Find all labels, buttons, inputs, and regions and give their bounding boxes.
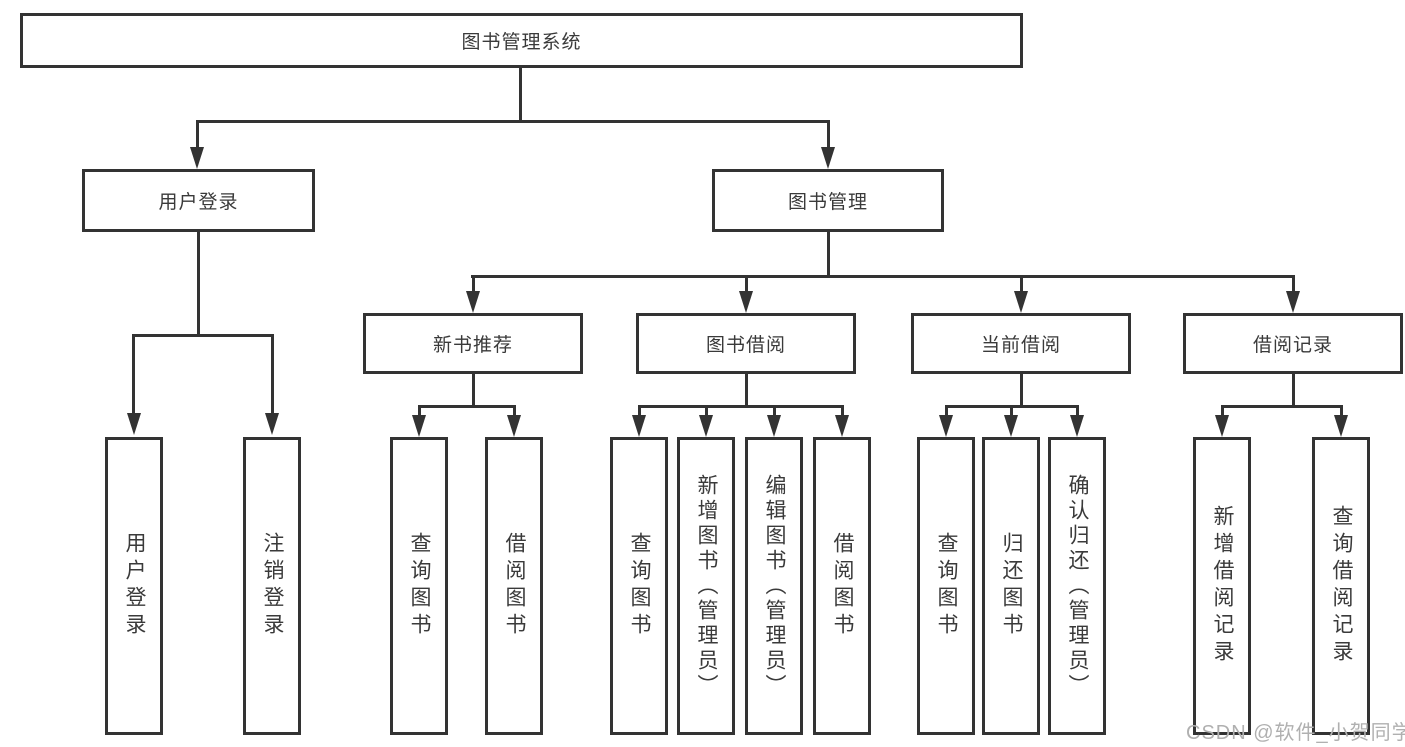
leaf-logout: 注销登录 [243,437,301,735]
leaf-br-add-record: 新增借阅记录 [1193,437,1251,735]
connector-drop-bb-borrow [841,405,844,417]
connector-drop-new-book-rec [472,275,475,293]
node-borrow-records: 借阅记录 [1183,313,1403,374]
arrowhead-icon [821,147,835,169]
leaf-bb-add-books-admin: 新增图书（管理员） [677,437,735,735]
connector-drop-br-add [1221,405,1224,417]
arrowhead-icon [412,415,426,437]
node-user-login-label: 用户登录 [158,192,239,213]
connector-drop-book-mgmt [827,120,830,148]
leaf-user-login: 用户登录 [105,437,163,735]
connector-drop-nb-borrow [513,405,516,417]
arrowhead-icon [632,415,646,437]
connector-user-login-stem [197,232,200,336]
connector-book-borrow-stem [745,374,748,408]
connector-drop-bb-query [638,405,641,417]
arrowhead-icon [1004,415,1018,437]
node-current-borrow-label: 当前借阅 [980,335,1061,356]
arrowhead-icon [265,413,279,435]
leaf-nb-borrow-books: 借阅图书 [485,437,543,735]
connector-book-borrow-rail [638,405,844,408]
csdn-watermark: CSDN @软件_小贺同学 [1186,722,1405,744]
node-borrow-records-label: 借阅记录 [1252,335,1333,356]
arrowhead-icon [739,291,753,313]
node-book-mgmt: 图书管理 [712,169,944,232]
node-book-mgmt-label: 图书管理 [787,192,868,213]
connector-current-borrow-stem [1020,374,1023,408]
node-book-borrow: 图书借阅 [636,313,856,374]
connector-drop-book-borrow [745,275,748,293]
node-new-book-rec: 新书推荐 [363,313,583,374]
connector-book-mgmt-stem [827,232,830,278]
connector-drop-nb-query [418,405,421,417]
connector-drop-user-login [196,120,199,148]
node-new-book-rec-label: 新书推荐 [432,335,513,356]
leaf-bb-query-books: 查询图书 [610,437,668,735]
connector-new-book-rec-rail [418,405,516,408]
connector-drop-cb-confirm [1076,405,1079,417]
arrowhead-icon [466,291,480,313]
arrowhead-icon [939,415,953,437]
connector-drop-ul-logout [271,334,274,414]
node-root: 图书管理系统 [20,13,1023,68]
connector-borrow-records-stem [1292,374,1295,408]
connector-drop-current-borrow [1020,275,1023,293]
arrowhead-icon [1215,415,1229,437]
arrowhead-icon [1014,291,1028,313]
arrowhead-icon [767,415,781,437]
node-user-login: 用户登录 [82,169,315,232]
connector-level2-rail [196,120,830,123]
node-root-label: 图书管理系统 [461,32,582,53]
connector-drop-bb-edit [773,405,776,417]
connector-drop-borrow-records [1292,275,1295,293]
arrowhead-icon [127,413,141,435]
arrowhead-icon [507,415,521,437]
leaf-cb-return-books: 归还图书 [982,437,1040,735]
leaf-bb-borrow-books: 借阅图书 [813,437,871,735]
arrowhead-icon [1070,415,1084,437]
node-book-borrow-label: 图书借阅 [705,335,786,356]
arrowhead-icon [190,147,204,169]
node-current-borrow: 当前借阅 [911,313,1131,374]
connector-drop-ul-login [132,334,135,414]
connector-root-stem [519,68,522,121]
leaf-cb-query-books: 查询图书 [917,437,975,735]
connector-drop-cb-query [945,405,948,417]
connector-drop-cb-return [1010,405,1013,417]
connector-new-book-rec-stem [472,374,475,408]
connector-borrow-records-rail [1221,405,1343,408]
leaf-bb-edit-books-admin: 编辑图书（管理员） [745,437,803,735]
connector-user-login-rail [133,334,274,337]
leaf-br-query-record: 查询借阅记录 [1312,437,1370,735]
arrowhead-icon [835,415,849,437]
leaf-cb-confirm-return-admin: 确认归还（管理员） [1048,437,1106,735]
connector-drop-bb-add [705,405,708,417]
arrowhead-icon [699,415,713,437]
connector-level3-rail [471,275,1295,278]
arrowhead-icon [1286,291,1300,313]
arrowhead-icon [1334,415,1348,437]
leaf-nb-query-books: 查询图书 [390,437,448,735]
connector-drop-br-query [1340,405,1343,417]
